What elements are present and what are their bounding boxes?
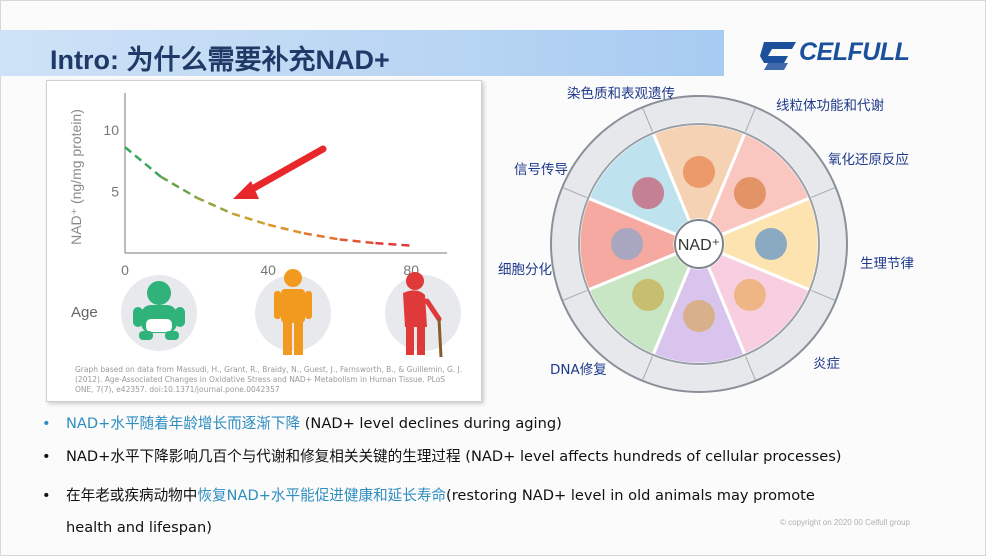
nad-line-segment: [124, 146, 162, 178]
wheel-inner-ring: [578, 123, 820, 365]
baby-icon: [121, 275, 197, 351]
x-tick-label: 40: [260, 262, 276, 278]
wheel-hub: [674, 219, 724, 269]
sector-illustration-icon: [632, 177, 665, 210]
nad-line-segment: [375, 241, 412, 247]
sector-illustration-icon: [733, 177, 766, 210]
wheel-center-label: NAD⁺: [678, 237, 720, 254]
sector-illustration-icon: [733, 278, 766, 311]
nad-line-segment: [160, 175, 198, 199]
bullet-item: • NAD+水平随着年龄增长而逐渐下降 (NAD+ level declines…: [38, 414, 968, 434]
slide-title: Intro: 为什么需要补充NAD+: [50, 45, 390, 75]
bullet-highlight: 恢复NAD+水平能促进健康和延长寿命: [197, 487, 447, 504]
nad-line-segment: [303, 232, 340, 241]
y-tick-label: 5: [111, 183, 119, 199]
bullet-text: NAD+水平下降影响几百个与代谢和修复相关关键的生理过程 (NAD+ level…: [66, 448, 842, 465]
title-band: [0, 30, 724, 76]
label-differentiation: 细胞分化: [498, 262, 552, 278]
chart-caption: Graph based on data from Massudi, H., Gr…: [75, 365, 463, 394]
wheel-outer-ring: [550, 95, 848, 393]
bullet-icon: •: [42, 487, 51, 504]
bullet-highlight: NAD+水平随着年龄增长而逐渐下降: [66, 415, 301, 432]
decline-arrow-icon: [233, 145, 327, 199]
label-signal: 信号传导: [514, 162, 568, 178]
bullet-continuation: health and lifespan): [66, 519, 212, 536]
x-tick-label: 0: [121, 262, 129, 278]
y-tick-label: 10: [103, 122, 119, 138]
bullet-list: • NAD+水平随着年龄增长而逐渐下降 (NAD+ level declines…: [38, 414, 968, 544]
bullet-icon: •: [42, 415, 51, 432]
sector-illustration-icon: [632, 278, 665, 311]
label-mitochondria: 线粒体功能和代谢: [776, 98, 884, 114]
adult-icon: [255, 269, 331, 355]
label-dna-repair: DNA修复: [550, 362, 607, 378]
nad-line-segment: [231, 212, 269, 226]
bullet-pre: 在年老或疾病动物中: [66, 487, 198, 504]
label-chromatin: 染色质和表观遗传: [567, 86, 675, 102]
label-redox: 氧化还原反应: [828, 152, 909, 168]
age-label: Age: [71, 304, 98, 321]
bullet-item: • NAD+水平下降影响几百个与代谢和修复相关关键的生理过程 (NAD+ lev…: [38, 447, 968, 467]
nad-function-wheel: NAD⁺: [550, 95, 848, 393]
bullet-text: (restoring NAD+ level in old animals may…: [446, 487, 815, 504]
bullet-text: (NAD+ level declines during aging): [300, 415, 562, 432]
sector-illustration-icon: [683, 156, 715, 188]
copyright: © copyright on 2020 00 Celfull group: [780, 518, 910, 527]
y-axis-label: NAD⁺ (ng/mg protein): [68, 109, 84, 245]
elderly-icon: [385, 272, 461, 358]
logo-text: CELFULL: [799, 38, 910, 66]
bullet-item: • 在年老或疾病动物中恢复NAD+水平能促进健康和延长寿命(restoring …: [38, 480, 968, 544]
celfull-logo-icon: [760, 42, 796, 70]
label-circadian: 生理节律: [860, 256, 914, 272]
nad-line-segment: [196, 196, 233, 215]
sector-illustration-icon: [755, 228, 787, 260]
sector-illustration-icon: [683, 300, 715, 332]
nad-line-segment: [339, 238, 376, 245]
nad-line-segment: [267, 223, 305, 235]
label-inflammation: 炎症: [813, 356, 840, 372]
bullet-icon: •: [42, 448, 51, 465]
sector-illustration-icon: [611, 228, 643, 260]
